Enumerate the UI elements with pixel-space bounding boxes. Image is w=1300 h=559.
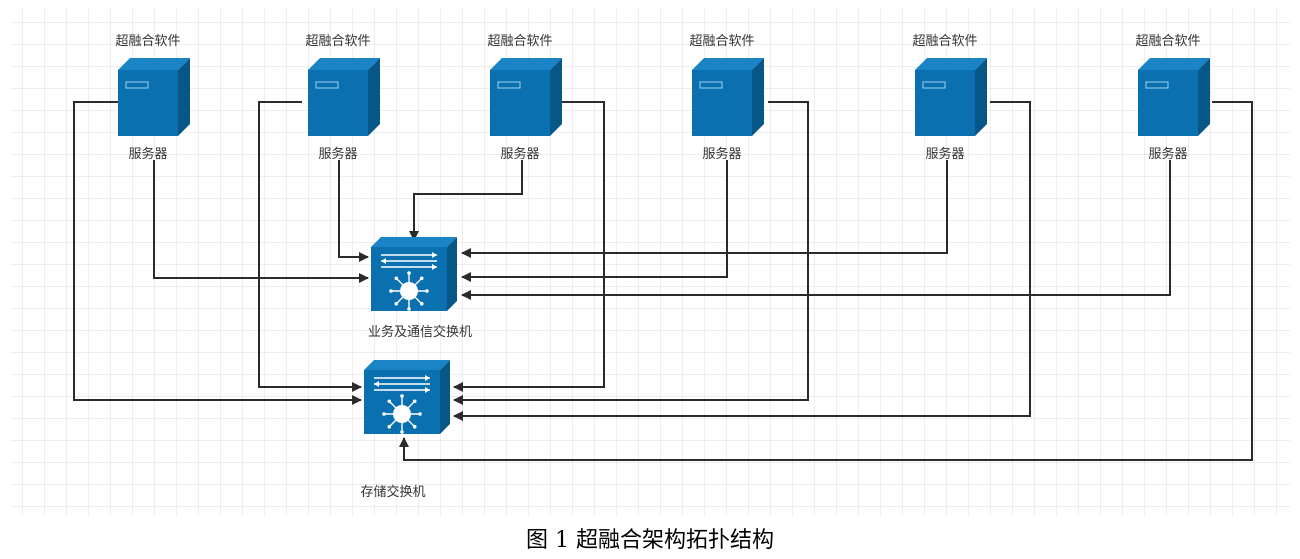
layer3-switch-icon [364,360,450,434]
connection-line-9 [453,101,605,392]
connection-line-7 [73,101,362,405]
server-label: 服务器 [1148,146,1187,162]
connection-line-3 [409,160,523,241]
server-label: 服务器 [128,146,167,162]
software-label: 超融合软件 [1135,34,1200,49]
figure-caption: 图 1 超融合架构拓扑结构 [526,528,774,553]
connection-line-12 [399,101,1253,461]
software-label: 超融合软件 [912,34,977,49]
server-label: 服务器 [925,146,964,162]
business-switch-label: 业务及通信交换机 [368,324,472,340]
software-label: 超融合软件 [305,34,370,49]
software-label: 超融合软件 [115,34,180,49]
connection-line-11 [453,101,1031,421]
connection-line-10 [453,101,809,405]
connection-line-4 [461,160,728,282]
server-icon [118,58,190,136]
server-icon [692,58,764,136]
software-label: 超融合软件 [689,34,754,49]
connection-line-5 [461,160,948,258]
software-label: 超融合软件 [487,34,552,49]
server-group: 超融合软件服务器超融合软件服务器超融合软件服务器超融合软件服务器超融合软件服务器… [115,34,1210,162]
connection-line-6 [461,160,1171,300]
server-icon [915,58,987,136]
server-label: 服务器 [702,146,741,162]
connection-line-2 [338,160,369,262]
server-label: 服务器 [318,146,357,162]
layer3-switch-icon [371,237,457,311]
connection-lines [73,101,1253,461]
connection-line-8 [258,101,362,392]
server-label: 服务器 [500,146,539,162]
business-switch: 业务及通信交换机 [368,237,472,340]
connection-line-1 [153,160,369,283]
server-icon [1138,58,1210,136]
storage-switch-label: 存储交换机 [360,484,425,500]
server-icon [490,58,562,136]
storage-switch: 存储交换机 [360,360,450,500]
grid-background [10,8,1290,515]
server-icon [308,58,380,136]
